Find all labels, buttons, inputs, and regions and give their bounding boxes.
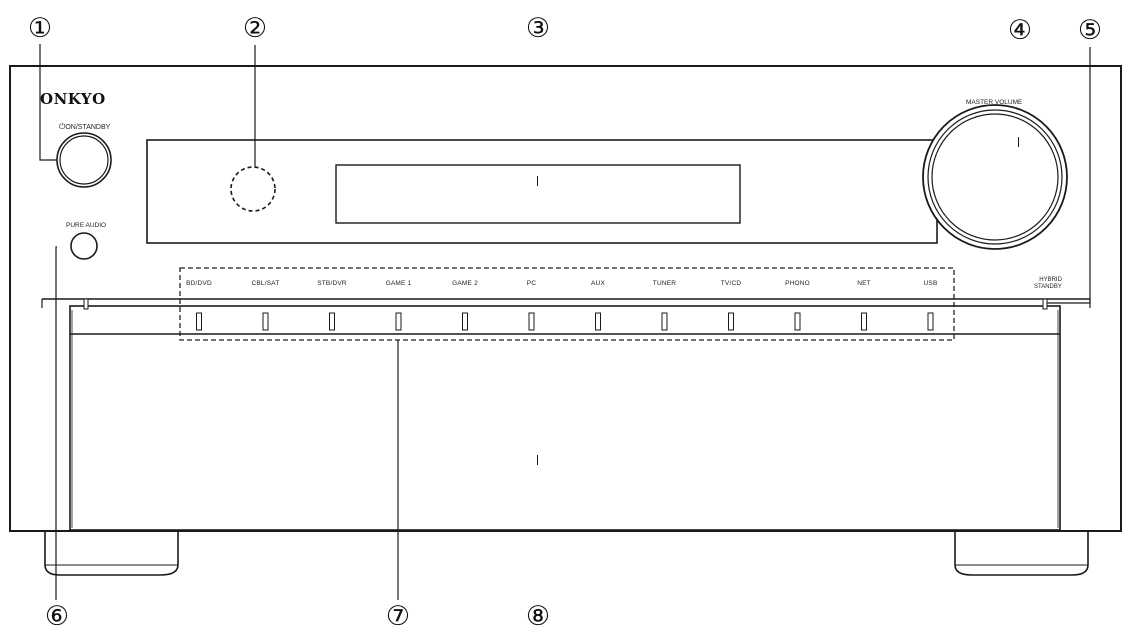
callout-2: ② <box>242 13 268 44</box>
input-selector-button[interactable]: TUNER <box>652 280 677 287</box>
power-button-label: ⏻ON/STANDBY <box>59 122 110 132</box>
input-selector-button[interactable]: USB <box>923 280 938 287</box>
selector-indicator <box>528 312 535 331</box>
remote-sensor <box>230 166 276 212</box>
right-foot <box>954 529 1089 576</box>
master-volume-label: MASTER VOLUME <box>966 99 1023 106</box>
callout-5: ⑤ <box>1077 15 1103 46</box>
leader-lines <box>39 44 1091 600</box>
callout-6: ⑥ <box>44 601 70 632</box>
pure-audio-label: PURE AUDIO <box>66 222 107 229</box>
callout-4: ④ <box>1007 15 1033 46</box>
pure-audio-button[interactable] <box>70 232 98 260</box>
selector-indicator <box>794 312 801 331</box>
front-door[interactable] <box>69 305 1061 531</box>
selector-indicator <box>196 312 202 331</box>
input-selector-button[interactable]: AUX <box>591 280 605 287</box>
callout-7: ⑦ <box>385 601 411 632</box>
master-volume-knob[interactable] <box>922 104 1068 250</box>
selector-indicator <box>595 312 601 331</box>
input-selector-button[interactable]: TV/CD <box>720 280 742 287</box>
callout-4-marker <box>1018 137 1020 147</box>
power-label-text: ON/STANDBY <box>65 124 111 131</box>
selector-indicator <box>927 312 934 331</box>
selector-indicator <box>329 312 335 331</box>
input-selector-button[interactable]: STB/DVR <box>317 280 347 287</box>
selector-indicator <box>462 312 468 331</box>
selector-indicator <box>395 312 402 331</box>
hybrid-standby-label: HYBRID STANDBY <box>1034 277 1062 291</box>
selector-indicator <box>728 312 734 331</box>
power-icon: ⏻ <box>59 122 66 131</box>
selector-indicator <box>262 312 269 331</box>
input-selector-button[interactable]: PC <box>526 280 537 287</box>
input-selector-group <box>179 267 955 341</box>
hybrid-standby-indicator <box>1042 298 1048 310</box>
selector-indicator <box>861 312 867 331</box>
hybrid-label-line1: HYBRID <box>1039 277 1062 283</box>
input-selector-button[interactable]: GAME 2 <box>452 280 478 287</box>
input-selector-button[interactable]: BD/DVD <box>186 280 212 287</box>
callout-3: ③ <box>525 13 551 44</box>
input-selector-leds <box>196 312 934 331</box>
callout-3-marker <box>537 176 539 186</box>
selector-indicator <box>661 312 668 331</box>
input-selector-button[interactable]: NET <box>857 280 871 287</box>
input-selector-button[interactable]: GAME 1 <box>385 280 412 287</box>
fl-display <box>335 164 741 224</box>
callout-8: ⑧ <box>525 601 551 632</box>
input-selector-button[interactable]: CBL/SAT <box>251 280 280 287</box>
hybrid-label-line2: STANDBY <box>1034 284 1062 290</box>
callout-1: ① <box>27 13 53 44</box>
power-button[interactable] <box>56 132 112 188</box>
left-foot <box>44 529 179 576</box>
callout-8-marker <box>537 455 539 465</box>
onkyo-logo: ONKYO <box>40 90 106 108</box>
left-indicator <box>83 298 89 310</box>
input-selector-button[interactable]: PHONO <box>785 280 810 287</box>
